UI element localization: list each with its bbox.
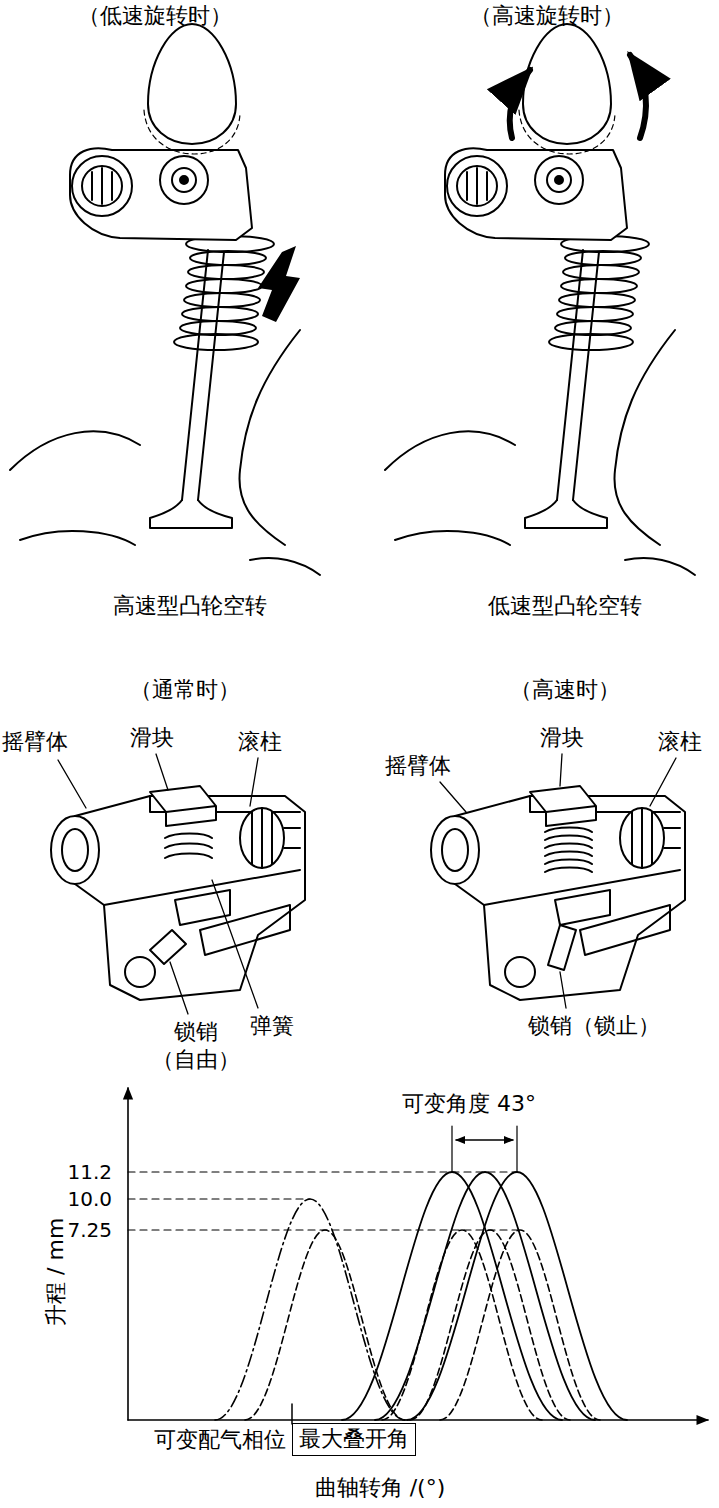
rotation-arrow xyxy=(630,55,646,138)
view-title: （高速时） xyxy=(510,676,620,704)
part-name: 摇臂体 xyxy=(385,752,451,780)
lift-chart xyxy=(245,1230,405,1420)
box-text: 最大叠开角 xyxy=(299,1425,409,1454)
lift-chart xyxy=(128,1171,517,1172)
slider xyxy=(530,786,596,826)
caption-text: 低速型凸轮空转 xyxy=(488,592,642,620)
rocker-high xyxy=(431,796,685,1000)
part-name: 摇臂体 xyxy=(2,728,68,756)
axis-title: 升程 / mm xyxy=(42,1218,70,1326)
spring xyxy=(545,828,592,873)
part-name: 滑块 xyxy=(130,724,174,752)
lift-chart xyxy=(215,1199,405,1420)
axis-title: 曲轴转角 /(°) xyxy=(315,1474,446,1502)
rocker-normal xyxy=(51,796,305,1000)
leader-lines xyxy=(156,754,168,790)
lift-chart xyxy=(342,1172,562,1420)
rotation-arrow xyxy=(510,70,530,138)
lift-chart xyxy=(291,1404,293,1424)
lift-chart xyxy=(440,1230,600,1420)
leader-lines xyxy=(58,760,86,808)
motion-arrow xyxy=(258,246,300,322)
lock-pin xyxy=(150,930,186,964)
leader-lines xyxy=(250,758,258,806)
lock-pin xyxy=(548,925,576,970)
view-title: （高速旋转时） xyxy=(470,2,624,30)
part-name: 滚柱 xyxy=(238,728,282,756)
axis-tick: 7.25 xyxy=(67,1218,112,1243)
valvetrain-high xyxy=(385,24,695,575)
view-title: （通常时） xyxy=(130,676,240,704)
axis-tick: 10.0 xyxy=(67,1187,112,1212)
axis-note: 可变配气相位 xyxy=(154,1426,286,1454)
lift-chart xyxy=(456,1139,513,1140)
leader-lines xyxy=(560,972,566,1008)
part-name: 滚柱 xyxy=(658,728,702,756)
leader-lines xyxy=(170,962,188,1014)
lift-chart xyxy=(375,1172,595,1420)
slider xyxy=(150,786,216,826)
bracket-box: 最大叠开角 xyxy=(292,1423,416,1456)
lift-chart xyxy=(128,1198,310,1199)
axis-tick: 11.2 xyxy=(67,1160,112,1185)
part-name: 锁销（锁止） xyxy=(528,1012,660,1040)
lift-chart xyxy=(410,1230,570,1420)
valvetrain-low xyxy=(10,24,320,575)
dimension: 可变角度 43° xyxy=(402,1090,536,1118)
leader-lines xyxy=(58,754,676,1014)
lift-chart xyxy=(128,1088,708,1424)
part-name: 滑块 xyxy=(540,724,584,752)
leader-lines xyxy=(650,758,676,806)
spring xyxy=(165,834,212,859)
part-name: 锁销 （自由） xyxy=(149,1018,244,1073)
part-name: 弹簧 xyxy=(250,1012,294,1040)
caption-text: 高速型凸轮空转 xyxy=(113,592,267,620)
leader-lines xyxy=(440,782,466,812)
leader-lines xyxy=(560,754,562,786)
view-title: （低速旋转时） xyxy=(78,2,232,30)
lift-chart xyxy=(452,1126,517,1172)
leader-lines xyxy=(212,880,258,1008)
lift-chart xyxy=(127,1088,129,1420)
